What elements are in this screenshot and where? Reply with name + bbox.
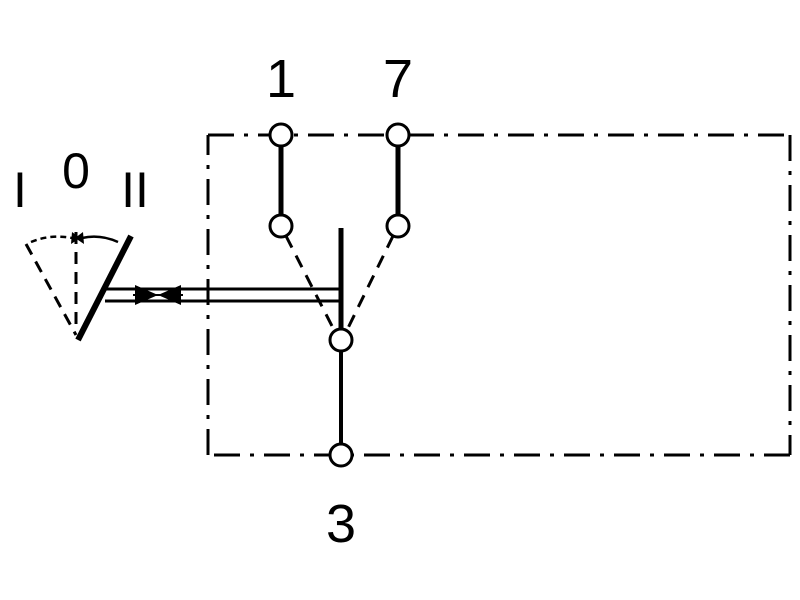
dashed-path-7 <box>346 235 395 329</box>
terminal-label-7: 7 <box>383 49 413 109</box>
terminal-label-3: 3 <box>326 494 356 554</box>
contact-circle-7 <box>385 213 411 239</box>
terminal-label-1: 1 <box>266 49 296 109</box>
contact-circle-1 <box>268 213 294 239</box>
terminal-circle-3 <box>328 442 354 468</box>
position-label-I: I <box>13 162 27 218</box>
position-label-0: 0 <box>62 143 90 199</box>
contact-circle-common <box>328 327 354 353</box>
housing-outline <box>206 133 792 457</box>
actuator-rod <box>105 287 341 303</box>
rotation-arc-arrows <box>30 232 119 244</box>
terminal-circle-1-top <box>268 122 294 148</box>
position-label-II: II <box>121 162 149 218</box>
dashed-path-1 <box>284 235 335 329</box>
switch-lever <box>75 234 134 342</box>
lever-alt-position <box>24 243 78 336</box>
terminal-circle-7-top <box>385 122 411 148</box>
bowtie-coupling <box>133 285 183 305</box>
